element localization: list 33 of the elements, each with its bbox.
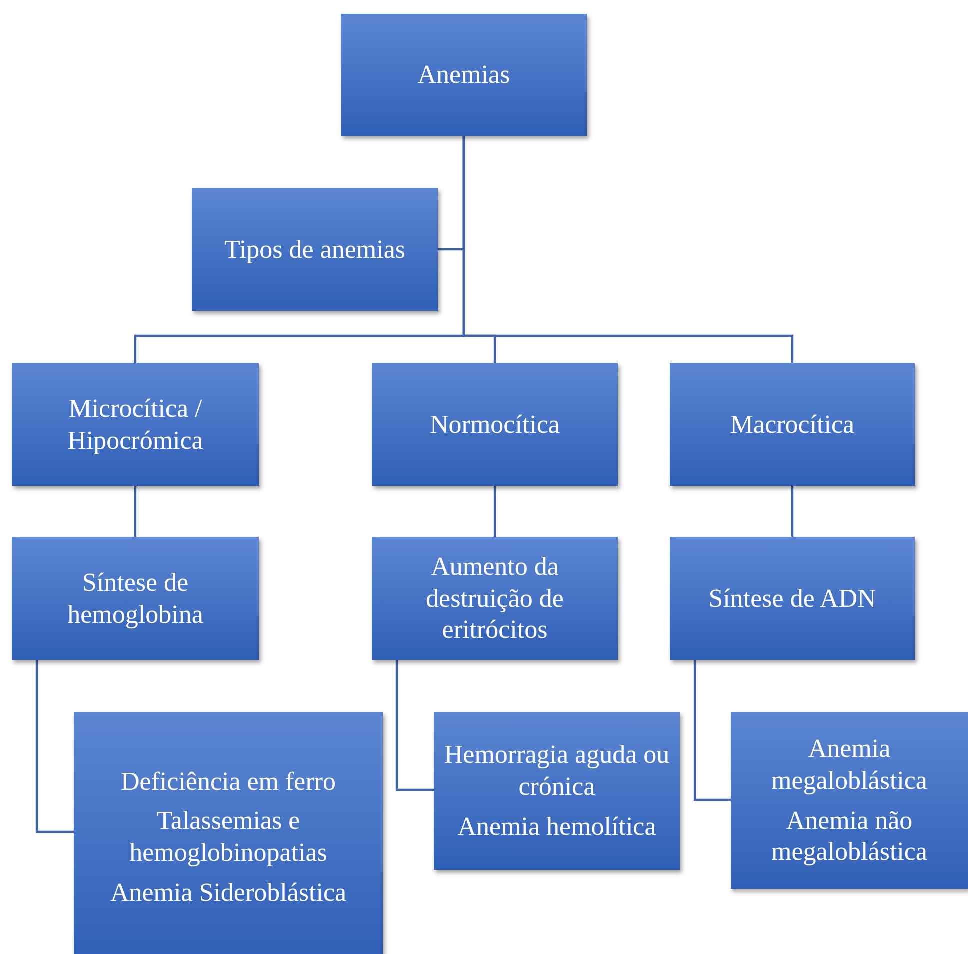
list-item: Anemia não megaloblástica xyxy=(770,804,928,868)
category-box xyxy=(192,188,438,311)
connector-line xyxy=(462,136,794,363)
category-box xyxy=(434,712,680,870)
category-box xyxy=(372,537,618,660)
category-box xyxy=(12,537,259,660)
category-box xyxy=(670,537,915,660)
connector-line xyxy=(36,660,74,834)
node-label: Macrocítica xyxy=(730,408,855,440)
node-label: Síntese de ADN xyxy=(708,582,876,614)
node-label: Aumento da destruição de eritrócitos xyxy=(425,550,565,646)
category-box xyxy=(12,363,259,486)
connector-line xyxy=(494,486,496,537)
list-item: Anemia hemolítica xyxy=(458,810,656,843)
node-label: Microcítica / Hipocrómica xyxy=(66,392,204,456)
list-item: Deficiência em ferro xyxy=(120,766,336,798)
connector-line xyxy=(396,660,434,792)
list-item: Anemia megaloblástica xyxy=(770,733,928,796)
list-item: Anemia Sideroblástica xyxy=(110,876,347,908)
category-box xyxy=(341,14,587,136)
node-label: Anemias xyxy=(418,59,510,91)
connector-line xyxy=(694,660,731,802)
node-label: Tipos de anemias xyxy=(224,234,406,266)
node-label: Normocítica xyxy=(430,408,560,440)
connector-line xyxy=(791,486,794,537)
category-box xyxy=(372,363,618,486)
category-box xyxy=(731,712,968,889)
node-label: Síntese de hemoglobina xyxy=(66,566,204,630)
connector-line xyxy=(134,486,137,537)
category-box xyxy=(670,363,915,486)
category-box xyxy=(74,712,383,954)
list-item: Hemorragia aguda ou crónica xyxy=(443,739,671,803)
list-item: Talassemias e hemoglobinopatias xyxy=(128,805,328,869)
